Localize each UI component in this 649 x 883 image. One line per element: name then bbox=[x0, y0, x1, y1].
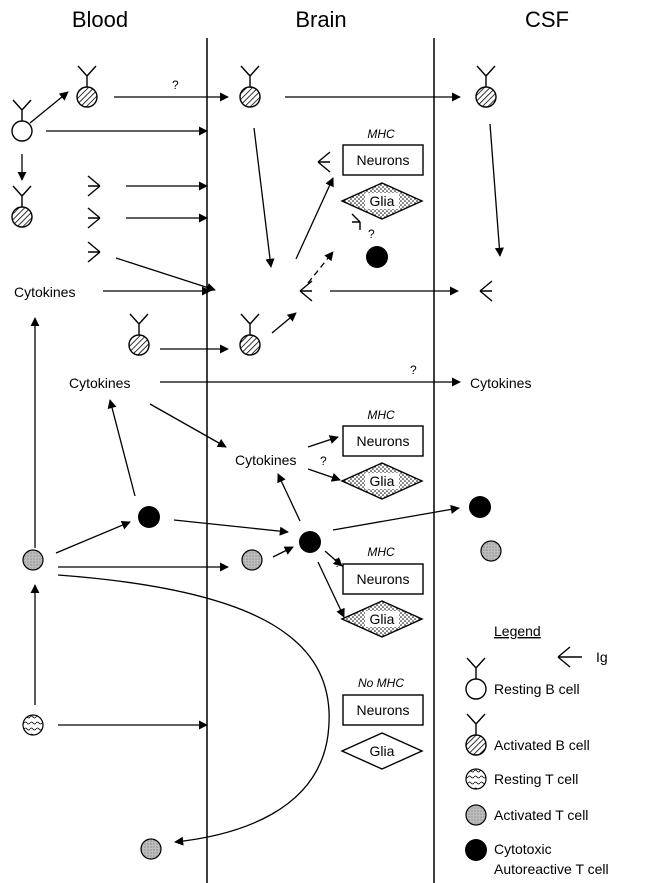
legend-resting-t-icon bbox=[465, 768, 487, 790]
legend-resting-b-icon bbox=[465, 678, 487, 700]
legend-activated-b-label: Activated B cell bbox=[494, 737, 590, 753]
legend: Legend Ig Resting B cell Activated B cel… bbox=[465, 623, 609, 877]
question-mark-3: ? bbox=[410, 363, 417, 377]
arrow-ct-to-neurons bbox=[324, 550, 343, 567]
activated-t-cell-brain bbox=[241, 549, 263, 571]
glia-label-4: Glia bbox=[370, 743, 395, 759]
legend-cytotoxic-label-2: Autoreactive T cell bbox=[494, 861, 609, 877]
arrow-ct-to-cytokines-brain bbox=[277, 473, 301, 522]
arrow-cytokines-to-brain bbox=[149, 403, 227, 448]
neurons-label-2: Neurons bbox=[357, 433, 410, 449]
arrow-to-neurons bbox=[295, 177, 334, 260]
ig-near-glia bbox=[351, 213, 361, 230]
activated-b-cell-brain-top bbox=[239, 65, 261, 108]
question-mark-5: ? bbox=[334, 556, 341, 570]
resting-t-cell bbox=[22, 714, 44, 736]
cytotoxic-t-cell-blood bbox=[138, 506, 160, 528]
legend-cytotoxic-icon bbox=[465, 839, 487, 861]
legend-ig-icon bbox=[557, 646, 582, 668]
neurons-label-3: Neurons bbox=[357, 571, 410, 587]
arrow-rb-to-ab bbox=[29, 91, 69, 124]
arrows bbox=[17, 91, 504, 846]
cytotoxic-t-cell-brain-top bbox=[366, 246, 388, 268]
question-mark-4: ? bbox=[320, 454, 327, 468]
arrow-csf-b-down bbox=[489, 123, 504, 257]
glia-label-3: Glia bbox=[370, 611, 395, 627]
activated-t-cell-csf bbox=[480, 540, 502, 562]
glia-label-bg-2 bbox=[365, 473, 399, 489]
activated-b-cell-blood-mid bbox=[128, 313, 150, 356]
neurons-box-3 bbox=[342, 563, 424, 595]
activated-t-cell-blood bbox=[22, 549, 44, 571]
glia-label-1: Glia bbox=[370, 193, 395, 209]
legend-cytotoxic-label-1: Cytotoxic bbox=[494, 841, 552, 857]
arrow-ct-to-glia bbox=[317, 561, 345, 618]
arrow-to-glia-dashed bbox=[307, 251, 334, 284]
arrow-brain-b-to-ig bbox=[271, 312, 297, 334]
mhc-label-1: MHC bbox=[367, 127, 395, 141]
question-mark-2: ? bbox=[368, 227, 375, 241]
question-mark-1: ? bbox=[172, 78, 179, 92]
cytokines-label-brain: Cytokines bbox=[235, 452, 296, 468]
activated-b-cell-csf bbox=[475, 65, 497, 108]
legend-ig-label: Ig bbox=[596, 649, 608, 665]
neurons-box-1 bbox=[342, 144, 424, 176]
ig-antibody-csf bbox=[479, 280, 493, 302]
arrow-at-to-ct bbox=[55, 520, 131, 554]
arrow-brain-at-to-ct bbox=[272, 546, 294, 558]
csf-column-title: CSF bbox=[525, 7, 569, 32]
cytotoxic-t-cell-brain bbox=[299, 531, 321, 553]
arrow-ct-to-csf bbox=[332, 504, 460, 531]
activated-t-cell-returning bbox=[140, 838, 162, 860]
arrow-ct-to-brain bbox=[173, 519, 289, 536]
legend-resting-t-label: Resting T cell bbox=[494, 771, 578, 787]
arrow-ct-to-cytokines bbox=[107, 399, 136, 497]
cytokines-label-blood: Cytokines bbox=[69, 375, 130, 391]
glia-label-bg-1 bbox=[365, 193, 399, 209]
glia-label-2: Glia bbox=[370, 473, 395, 489]
mhc-label-3: MHC bbox=[367, 545, 395, 559]
legend-title: Legend bbox=[494, 623, 541, 639]
mhc-label-2: MHC bbox=[367, 408, 395, 422]
cytokines-label-csf: Cytokines bbox=[470, 375, 531, 391]
ig-antibody-brain bbox=[299, 280, 313, 302]
legend-resting-b-ig bbox=[466, 657, 486, 679]
legend-activated-b-ig bbox=[466, 713, 486, 735]
arrow-cyt-to-glia bbox=[307, 468, 341, 482]
brain-column-title: Brain bbox=[295, 7, 346, 32]
cytotoxic-t-cell-csf bbox=[469, 496, 491, 518]
neurons-label-1: Neurons bbox=[357, 152, 410, 168]
legend-activated-t-label: Activated T cell bbox=[494, 807, 588, 823]
activated-b-cell-blood-left bbox=[11, 185, 33, 228]
activated-b-cell-brain-mid bbox=[239, 313, 261, 356]
activated-b-cell-blood-top bbox=[76, 65, 98, 108]
legend-activated-b-icon bbox=[465, 734, 487, 756]
legend-activated-t-icon bbox=[465, 804, 487, 826]
blood-column-title: Blood bbox=[72, 7, 128, 32]
ig-antibody-1 bbox=[87, 175, 101, 197]
no-mhc-label: No MHC bbox=[358, 676, 404, 690]
neurons-box-2 bbox=[342, 425, 424, 457]
neurons-label-4: Neurons bbox=[357, 702, 410, 718]
arrow-cyt-to-neurons bbox=[307, 435, 339, 448]
glia-diamond-4 bbox=[340, 732, 424, 770]
legend-resting-b-label: Resting B cell bbox=[494, 681, 580, 697]
resting-b-cell bbox=[11, 99, 33, 142]
neurons-box-4 bbox=[342, 694, 424, 726]
arrow-at-loop-return bbox=[57, 574, 330, 846]
glia-label-bg-3 bbox=[365, 611, 399, 627]
ig-antibody-3 bbox=[87, 241, 101, 263]
arrow-ig3 bbox=[115, 257, 216, 292]
ig-antibody-2 bbox=[87, 207, 101, 229]
arrow-brain-b-down bbox=[253, 127, 275, 268]
cytokines-label-blood-top: Cytokines bbox=[14, 284, 75, 300]
ig-bound-neurons bbox=[317, 151, 331, 173]
